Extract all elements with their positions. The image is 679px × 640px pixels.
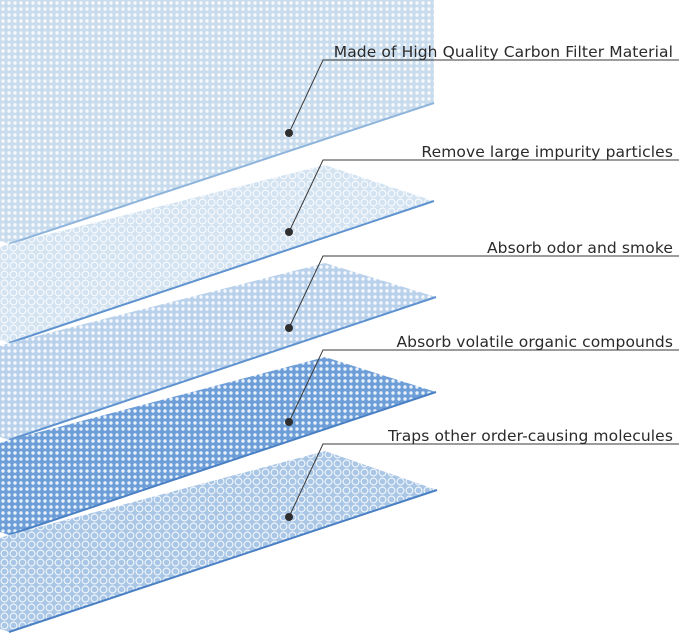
- leader-marker-1: [285, 129, 293, 137]
- layer-label-2: Remove large impurity particles: [421, 143, 673, 161]
- layer-label-4: Absorb volatile organic compounds: [396, 333, 673, 351]
- leader-line-4: [288, 349, 679, 423]
- layer-label-5: Traps other order-causing molecules: [387, 427, 673, 445]
- layer-label-1: Made of High Quality Carbon Filter Mater…: [333, 43, 673, 61]
- leader-marker-4: [285, 418, 293, 426]
- sheet-edge-5: [8, 489, 438, 633]
- filter-sheet-3: [0, 263, 436, 440]
- filter-sheet-1: [0, 0, 434, 244]
- filter-sheet-4: [0, 357, 436, 535]
- leader-line-5: [288, 443, 679, 518]
- leader-line-1: [288, 59, 679, 134]
- leader-line-2: [288, 159, 679, 233]
- filter-sheet-5: [0, 451, 437, 632]
- sheet-edge-1: [8, 102, 435, 245]
- layer-label-3: Absorb odor and smoke: [486, 239, 673, 257]
- leader-line-3: [288, 255, 679, 329]
- leader-marker-2: [285, 228, 293, 236]
- filter-sheet-2: [0, 165, 434, 343]
- sheet-edge-4: [8, 391, 437, 536]
- sheet-edge-3: [8, 296, 437, 441]
- leader-marker-3: [285, 324, 293, 332]
- leader-marker-5: [285, 513, 293, 521]
- sheet-edge-2: [8, 200, 435, 344]
